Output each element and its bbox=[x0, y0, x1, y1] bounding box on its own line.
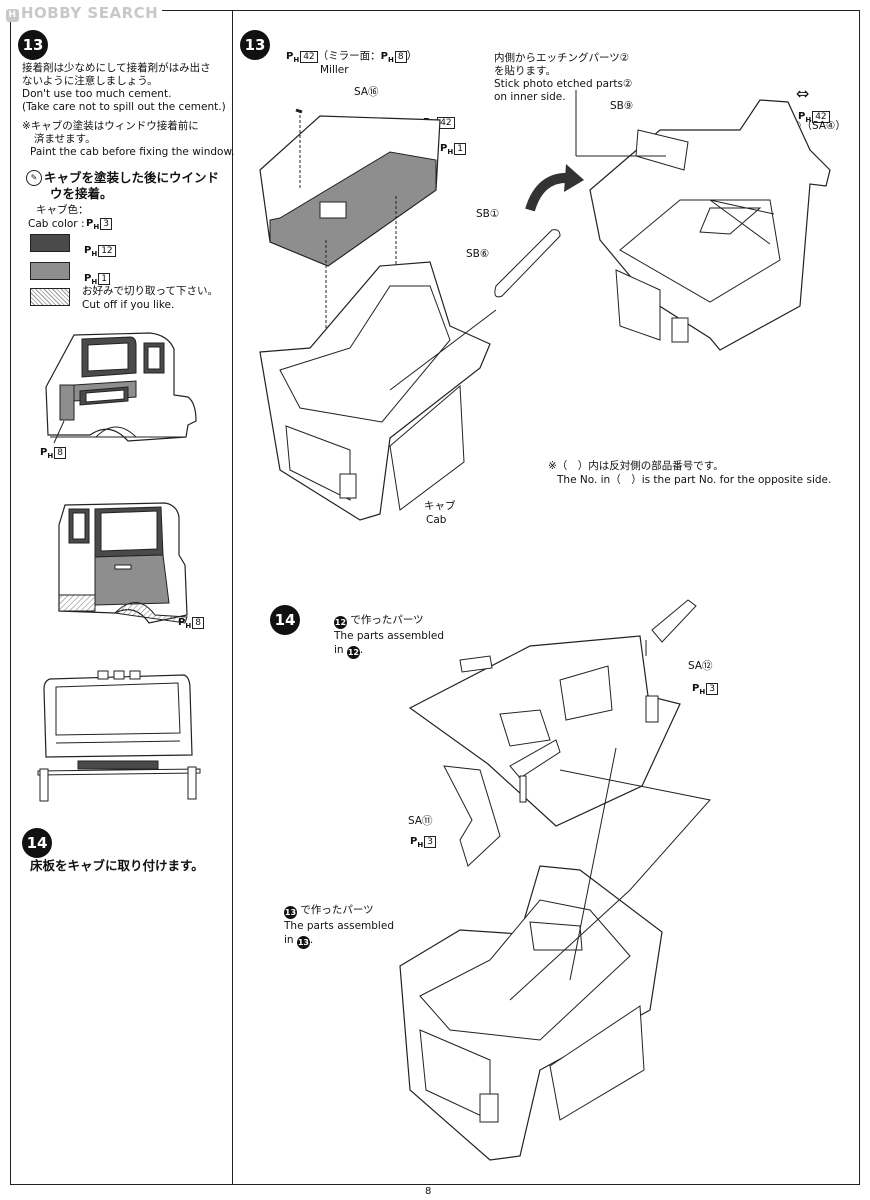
cement-note-en: Don't use too much cement. (Take care no… bbox=[22, 88, 226, 113]
page-number: 8 bbox=[425, 1186, 432, 1197]
cab-color-label-jp: キャブ色： bbox=[36, 204, 89, 216]
label-sa11: SA⑪ bbox=[408, 815, 433, 827]
step-13-assembly-diagram bbox=[259, 90, 831, 521]
swatch-dark bbox=[30, 234, 70, 252]
label-sa12: SA⑫ bbox=[688, 660, 713, 672]
label-sb9: SB⑨ bbox=[610, 100, 634, 112]
parts12-label-jp: 12 で作ったパーツ bbox=[334, 614, 424, 629]
label-sb6: SB⑥ bbox=[466, 248, 490, 260]
parts12-label-in: in 12. bbox=[334, 644, 364, 659]
parts12-label-en: The parts assembled bbox=[334, 630, 444, 642]
glue-icon: ✎ bbox=[26, 170, 42, 186]
step-14-badge: 14 bbox=[22, 828, 52, 858]
paint-note-jp: ※キャブの塗装はウィンドウ接着前に 済ませます。 bbox=[22, 120, 199, 145]
cutoff-note-jp: お好みで切り取って下さい。 bbox=[82, 285, 218, 297]
right-step-13-badge: 13 bbox=[240, 30, 270, 60]
cab-label-en: Cab bbox=[426, 514, 447, 526]
paint-note-en: Paint the cab before fixing the window. bbox=[30, 146, 235, 158]
opposite-note-jp: ※（ ）内は反対側の部品番号です。 bbox=[548, 460, 724, 472]
step-14-instruction-jp: 床板をキャブに取り付けます。 bbox=[30, 858, 204, 873]
inner-etched-en: Stick photo etched parts② on inner side. bbox=[494, 78, 633, 103]
cutoff-note-en: Cut off if you like. bbox=[82, 299, 175, 311]
cab-side-illustration-1 bbox=[45, 332, 197, 444]
parts13-label-en: The parts assembled bbox=[284, 920, 394, 932]
cab-front-illustration bbox=[37, 670, 201, 802]
cab-label-jp: キャブ bbox=[424, 500, 456, 512]
parts13-label-in: in 13. bbox=[284, 934, 314, 949]
swatch-hatch bbox=[30, 288, 70, 306]
step-13-badge: 13 bbox=[18, 30, 48, 60]
inner-etched-jp: 内側からエッチングパーツ② を貼ります。 bbox=[494, 52, 630, 77]
label-sb1: SB① bbox=[476, 208, 500, 220]
column-divider bbox=[232, 10, 233, 1185]
glue-note-jp: キャブを塗装した後にウインド ウを接着。 bbox=[44, 170, 220, 201]
cab-color-label-en: Cab color : bbox=[28, 218, 85, 230]
cement-note-jp: 接着剤は少なめにして接着剤がはみ出さ ないように注意しましょう。 bbox=[22, 62, 211, 87]
right-step-14-badge: 14 bbox=[270, 605, 300, 635]
opposite-note-en: The No. in（ ）is the part No. for the opp… bbox=[557, 474, 832, 486]
label-sa16: SA⑯ bbox=[354, 86, 379, 98]
step-14-assembly-diagram bbox=[399, 599, 711, 1161]
miller-label-en: Miller bbox=[320, 64, 349, 76]
parts13-label-jp: 13 で作ったパーツ bbox=[284, 904, 374, 919]
double-arrow-icon: ⇔ bbox=[796, 84, 810, 103]
cab-side-illustration-2 bbox=[58, 502, 188, 624]
page-frame bbox=[10, 10, 860, 1185]
swatch-grey bbox=[30, 262, 70, 280]
